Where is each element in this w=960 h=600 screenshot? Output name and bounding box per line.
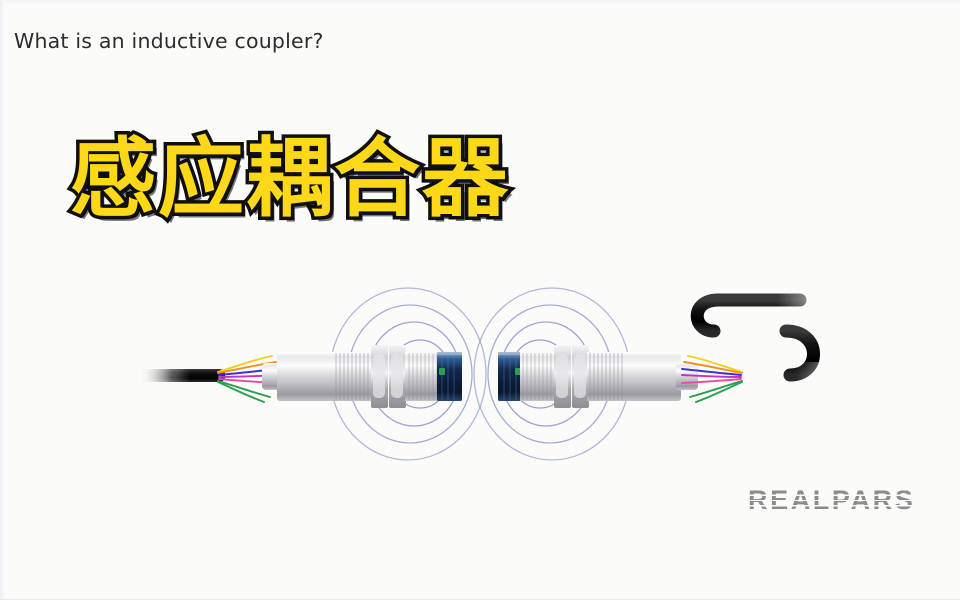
right-cable-fade-bottom: [796, 362, 866, 390]
inductive-coupler-right: [498, 286, 866, 408]
brand-logo: REALPARS: [748, 485, 916, 516]
right-cable-hairpin: [690, 293, 807, 338]
brand-logo-text: REALPARS: [748, 485, 916, 515]
left-thread-a: [333, 352, 373, 401]
right-status-led: [515, 368, 521, 375]
right-cable-fade-top: [778, 286, 848, 316]
left-thread-b: [405, 352, 440, 401]
question-caption: What is an inductive coupler?: [14, 29, 324, 53]
right-sensing-face: [498, 352, 523, 401]
right-barrel: [623, 352, 681, 401]
left-cable-fade: [138, 360, 190, 394]
left-edge-band: [0, 0, 5, 599]
left-hex-nuts: [371, 345, 406, 408]
chinese-headline: 感应耦合器: [67, 129, 512, 229]
right-hex-nuts: [554, 345, 589, 408]
left-wire-fan: [217, 355, 279, 403]
top-edge-band: [0, 0, 960, 4]
left-sensing-face: [437, 352, 462, 401]
right-thread-b: [520, 352, 555, 401]
left-status-led: [439, 368, 445, 375]
right-thread-a: [587, 352, 627, 401]
left-barrel: [277, 352, 337, 401]
